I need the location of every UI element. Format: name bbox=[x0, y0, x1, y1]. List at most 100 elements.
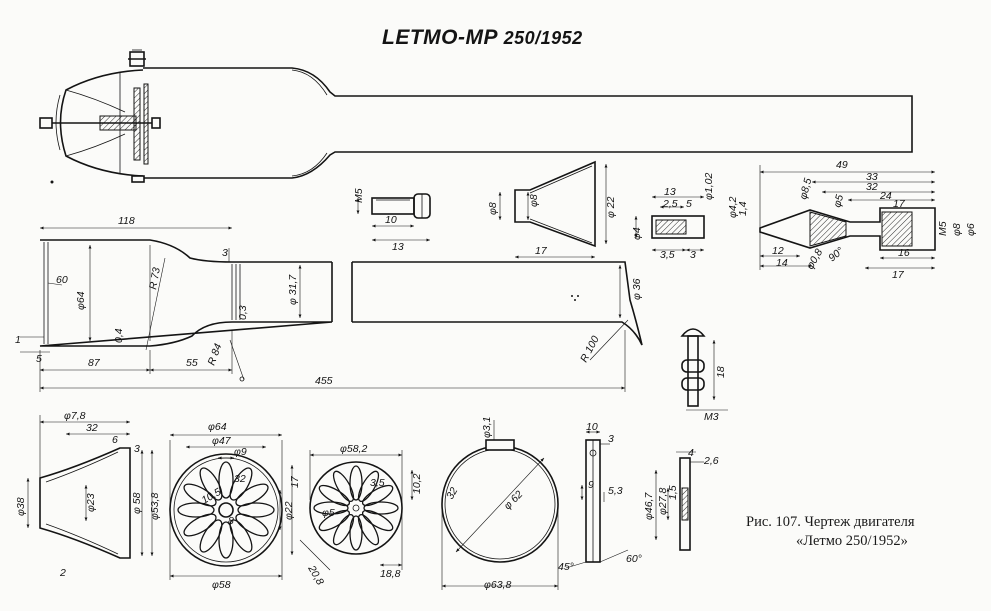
dim-d31-7: φ 31,7 bbox=[287, 274, 299, 305]
dim-r100: R 100 bbox=[578, 334, 602, 365]
dim-3: 3 bbox=[222, 247, 228, 259]
dim-screw-13: 13 bbox=[392, 241, 404, 253]
dim-plate-18-8: 18,8 bbox=[380, 568, 401, 580]
dim-inj-m5: M5 bbox=[937, 221, 949, 236]
dim-inj-24: 24 bbox=[879, 190, 892, 202]
dim-plate-20-8: 20,8 bbox=[305, 563, 326, 588]
dim-rs-d46-7: φ46,7 bbox=[643, 492, 655, 520]
dim-inj-32: 32 bbox=[866, 181, 878, 193]
petal-opening bbox=[318, 484, 351, 507]
dim-inj-d6: φ6 bbox=[965, 223, 977, 236]
petal-opening bbox=[332, 513, 355, 546]
dim-d64: φ64 bbox=[75, 291, 87, 310]
caption-line-1: Рис. 107. Чертеж двигателя bbox=[746, 514, 915, 530]
dim-r73: R 73 bbox=[147, 266, 163, 290]
dim-plate-10-2: 10,2 bbox=[411, 473, 423, 494]
dim-04: 0,4 bbox=[113, 328, 125, 343]
petal-opening bbox=[235, 513, 269, 537]
petal-opening bbox=[218, 521, 234, 559]
petal-opening bbox=[183, 483, 217, 507]
ring-section-detail: 4 2,6 φ46,7 φ27,8 1,5 bbox=[643, 447, 719, 551]
petal-opening bbox=[237, 502, 275, 518]
petal-opening bbox=[361, 509, 394, 532]
dim-nozzle-d1-02: φ1,02 bbox=[703, 173, 715, 200]
dim-plate-3-5: 3,5 bbox=[370, 477, 385, 489]
dim-ring-d3-1: φ3,1 bbox=[481, 417, 493, 438]
dim-inj-33: 33 bbox=[866, 171, 878, 183]
dim-inj-d8-5: φ8,5 bbox=[797, 177, 814, 201]
drawing-title: LETMO-MP 250/1952 bbox=[382, 26, 583, 50]
dim-d36: φ 36 bbox=[631, 278, 643, 300]
dim-strap-5-3: 5,3 bbox=[608, 485, 623, 497]
dim-r84: R 84 bbox=[206, 342, 225, 367]
dim-grid-d58: φ58 bbox=[212, 579, 231, 591]
dim-ring-d63-8: φ63,8 bbox=[484, 579, 511, 591]
petal-opening bbox=[218, 461, 234, 499]
petal-opening bbox=[199, 519, 223, 553]
clamp-ring-detail: φ3,1 32 φ 62 φ63,8 bbox=[441, 417, 559, 591]
dim-grid-d47: φ47 bbox=[212, 435, 232, 447]
petal-opening bbox=[363, 501, 399, 515]
dim-nozzle-3: 3 bbox=[690, 249, 696, 261]
dim-funnel-17: 17 bbox=[535, 245, 548, 257]
petal-opening bbox=[349, 465, 363, 501]
dim-inj-90: 90° bbox=[826, 245, 846, 264]
dim-03: 0,3 bbox=[237, 305, 249, 320]
dim-grid-d22: φ22 bbox=[283, 501, 295, 520]
screw-m5-detail: M5 10 13 bbox=[353, 188, 431, 253]
dim-cone-2: 2 bbox=[59, 567, 66, 579]
dim-nozzle-5: 5 bbox=[686, 198, 692, 210]
dim-ring-32: 32 bbox=[444, 485, 460, 501]
dim-1: 1 bbox=[15, 334, 21, 346]
figure-caption: Рис. 107. Чертеж двигателя «Летмо 250/19… bbox=[746, 513, 986, 551]
dim-inj-17b: 17 bbox=[892, 269, 905, 281]
dim-inj-d5: φ5 bbox=[831, 193, 846, 209]
dim-grid-d9: φ9 bbox=[234, 446, 247, 458]
petal-opening bbox=[349, 515, 363, 551]
grid-petals bbox=[177, 461, 275, 559]
dim-bolt-m3: M3 bbox=[704, 411, 719, 423]
dim-screw-10: 10 bbox=[385, 214, 397, 226]
dim-funnel-d8b: φ8 bbox=[528, 194, 540, 207]
dim-cone-d23: φ23 bbox=[85, 493, 97, 512]
dim-plate-d58-2: φ58,2 bbox=[340, 443, 367, 455]
petal-opening bbox=[229, 467, 253, 501]
dim-cone-d38: φ38 bbox=[15, 497, 27, 516]
dim-cone-d53-8: φ53,8 bbox=[149, 493, 161, 520]
dim-screw-m5: M5 bbox=[353, 188, 365, 203]
petal-opening bbox=[318, 509, 351, 532]
petal-opening bbox=[235, 483, 269, 507]
valve-grid-detail: φ64 φ47 φ9 17 32 φ22 10,5 8 φ58 bbox=[169, 421, 301, 591]
dim-inj-17: 17 bbox=[893, 198, 906, 210]
dim-118: 118 bbox=[118, 215, 135, 227]
dim-strap-45: 45° bbox=[558, 561, 574, 573]
dim-nozzle-d4-2: φ4,2 bbox=[727, 196, 739, 218]
petal-opening bbox=[357, 470, 380, 503]
dim-cone-d7-8: φ7,8 bbox=[64, 410, 86, 422]
dim-grid-32: 32 bbox=[234, 473, 246, 485]
dim-cone-32: 32 bbox=[86, 422, 98, 434]
dim-nozzle-1-4: 1,4 bbox=[737, 201, 749, 216]
dim-rs-1-5: 1,5 bbox=[667, 485, 679, 500]
title-suffix: 250/1952 bbox=[503, 28, 583, 48]
plate-petals bbox=[313, 465, 399, 551]
dim-cone-d58: φ 58 bbox=[131, 492, 143, 514]
dim-rs-4: 4 bbox=[688, 447, 694, 459]
bolt-m3-detail: 18 M3 bbox=[680, 328, 728, 423]
dim-nozzle-3-5: 3,5 bbox=[660, 249, 675, 261]
dim-plate-d5: φ5 bbox=[322, 507, 335, 519]
funnel-detail: φ8 φ8 φ 22 17 bbox=[487, 160, 617, 259]
petal-opening bbox=[183, 513, 217, 537]
dim-bolt-18: 18 bbox=[715, 366, 727, 378]
dim-strap-3: 3 bbox=[608, 433, 614, 445]
valve-plate-detail: φ58,2 10,2 3,5 φ5 20,8 18,8 bbox=[299, 443, 423, 588]
intake-cone-detail: φ7,8 32 6 3 φ38 φ23 φ 58 φ53,8 2 bbox=[15, 410, 161, 579]
petal-opening bbox=[229, 519, 253, 553]
injector-detail: 49 33 32 24 17 φ8,5 φ5 12 14 φ0,8 90° 16… bbox=[759, 159, 977, 281]
petal-opening bbox=[177, 502, 215, 518]
dim-grid-8: 8 bbox=[228, 515, 234, 527]
dim-ring-d62: φ 62 bbox=[502, 488, 526, 512]
dim-87: 87 bbox=[88, 357, 101, 369]
dim-strap-10: 10 bbox=[586, 421, 598, 433]
